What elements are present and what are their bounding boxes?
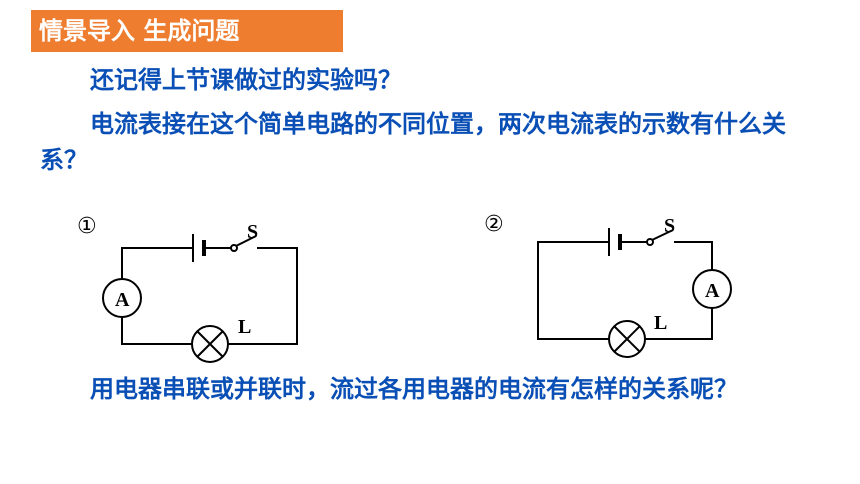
question-ammeter-readings: 电流表接在这个简单电路的不同位置，两次电流表的示数有什么关系？ <box>40 110 786 174</box>
circuit-1-ammeter-label: A <box>115 289 130 311</box>
question-previous-experiment: 还记得上节课做过的实验吗？ <box>90 66 402 94</box>
circuit-2-switch-blade <box>651 229 674 241</box>
circuit-2-lamp-label: L <box>654 312 667 334</box>
circuit-1-wire <box>121 247 298 345</box>
circuit-2-wire <box>537 241 713 340</box>
circuit-1-ammeter <box>102 278 142 318</box>
circuit-1-marker: ① <box>77 214 97 239</box>
circuit-2-ammeter <box>692 269 732 309</box>
circuit-1-switch-pivot <box>230 244 238 252</box>
section-header: 情景导入 生成问题 <box>31 10 343 52</box>
circuit-1-switch-blade <box>235 235 257 247</box>
circuit-2-switch-pivot <box>646 238 654 246</box>
circuit-2-lamp-cross-b <box>613 325 641 353</box>
circuit-1 <box>102 234 298 363</box>
circuit-2-switch-label: S <box>664 215 675 237</box>
section-title: 情景导入 生成问题 <box>39 17 240 45</box>
circuit-1-switch-label: S <box>247 221 258 243</box>
circuit-1-lamp-cross-b <box>196 330 224 358</box>
circuit-1-lamp-label: L <box>238 316 251 338</box>
question-series-parallel-current: 用电器串联或并联时，流过各用电器的电流有怎样的关系呢？ <box>90 375 738 403</box>
circuit-2-ammeter-label: A <box>705 280 720 302</box>
circuit-2 <box>537 228 732 358</box>
circuit-2-marker: ② <box>484 212 504 237</box>
